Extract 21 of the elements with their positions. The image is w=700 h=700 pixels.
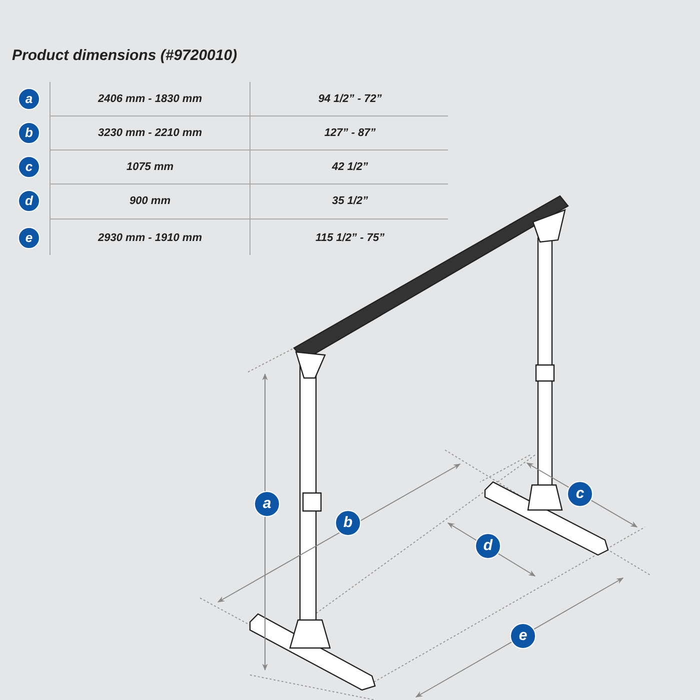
row-letter-badge: a	[18, 88, 40, 110]
row-letter-badge: e	[18, 227, 40, 249]
row-letter-badge: d	[18, 190, 40, 212]
title: Product dimensions (#9720010)	[12, 47, 238, 64]
dimension-value: 35 1/2”	[332, 195, 368, 207]
dimension-value: 115 1/2” - 75”	[316, 232, 384, 244]
dimension-value: 1075 mm	[126, 161, 174, 173]
callout-letter: d	[475, 533, 501, 559]
dimension-value: 94 1/2” - 72”	[318, 93, 382, 105]
row-letter-badge: b	[18, 122, 40, 144]
callout-letter: c	[567, 481, 593, 507]
dimension-value: 127” - 87”	[324, 127, 376, 139]
dimension-value: 2930 mm - 1910 mm	[98, 232, 202, 244]
callout-letter: e	[510, 623, 536, 649]
dimension-value: 42 1/2”	[332, 161, 368, 173]
row-letter-badge: c	[18, 156, 40, 178]
dimension-value: 3230 mm - 2210 mm	[98, 127, 202, 139]
dimension-value: 900 mm	[130, 195, 170, 207]
dimension-value: 2406 mm - 1830 mm	[98, 93, 202, 105]
callout-letter: a	[254, 491, 280, 517]
callout-letter: b	[335, 510, 361, 536]
